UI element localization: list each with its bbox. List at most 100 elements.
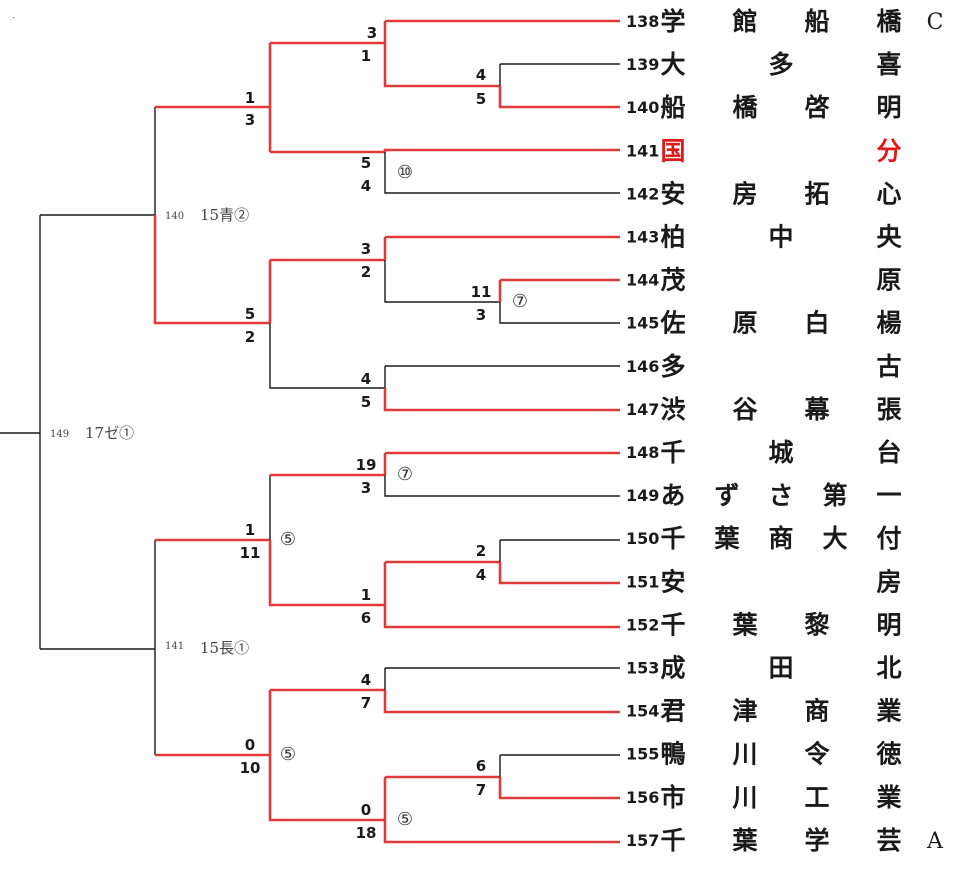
team-name-char: 学 [804,826,829,855]
team-name-char: 鴨 [660,740,685,769]
team-name-char: 業 [876,783,901,812]
team-suffix: C [927,10,944,35]
team-name-char: 大 [660,50,685,79]
team-name-char: 田 [768,654,793,683]
team-name-char: 業 [876,697,901,726]
team-number: 156 [626,788,659,807]
team-name-char: 葉 [731,826,758,855]
team-number: 155 [626,745,659,764]
scores: 3 1 4 5 5 4 ⑩ 1 3 3 2 11 3 ⑦ 4 5 5 2 19 … [240,24,529,842]
team-name-char: 付 [876,524,901,553]
score-bottom: 4 [361,177,371,195]
score-bottom: 2 [245,328,255,346]
score-bottom: 6 [361,609,371,627]
team-name-char: 徳 [875,740,901,769]
team-name-char: 原 [876,266,901,295]
inning-count: ⑤ [280,529,296,550]
team-number: 149 [626,486,659,505]
team-number: 150 [626,529,659,548]
bracket-lines [0,19,620,844]
team-name-char: 君 [660,697,685,726]
score-bottom: 1 [361,47,371,65]
team-name-char: 分 [876,136,901,165]
inning-count: ⑤ [280,744,296,765]
score-bottom: 5 [476,90,486,108]
team-name-char: 明 [876,610,901,639]
score-bottom: 3 [361,479,371,497]
team-number: 147 [626,400,659,419]
team-name-char: 多 [660,352,685,381]
score-bottom: 4 [476,566,486,584]
team-name-char: 千 [660,610,685,639]
team-name-char: 黎 [804,610,829,639]
team-name-char: 張 [876,395,902,424]
game-venue: 17ゼ① [85,424,134,442]
score-bottom: 5 [361,393,371,411]
score-top: 11 [471,283,492,301]
score-top: 5 [245,305,255,323]
inning-count: ⑦ [397,464,413,485]
score-top: 1 [245,89,255,107]
team-number: 139 [626,55,659,74]
team-name-char: 橋 [732,93,758,122]
score-bottom: 10 [240,759,261,777]
score-top: 3 [361,240,371,258]
team-number: 154 [626,702,659,721]
score-top: 3 [367,24,377,42]
game-labels: 140 15青② 141 15長① 149 17ゼ① [50,206,249,657]
team-number: 143 [626,228,659,247]
team-name-char: 葉 [713,524,740,553]
team-name-char: 北 [876,654,901,683]
team-name-char: 多 [768,50,793,79]
score-top: 1 [361,586,371,604]
team-name-char: ず [714,481,739,510]
team-name-char: 幕 [803,395,830,424]
team-name-char: 商 [804,697,829,726]
team-name-char: 国 [660,136,685,165]
team-name-char: 安 [660,179,685,208]
score-top: 5 [361,154,371,172]
team-name-char: 古 [876,352,901,381]
team-name-char: 台 [876,438,901,467]
team-name-char: 館 [732,7,757,36]
team-name-char: 千 [660,524,685,553]
team-name-char: 原 [732,309,757,338]
team-name-char: 市 [660,783,685,812]
stray-mark: ˎ [12,8,15,19]
team-number: 148 [626,443,659,462]
team-name-char: 啓 [804,93,829,122]
team-number: 144 [626,271,659,290]
team-name-char: 明 [876,93,901,122]
score-top: 4 [361,370,371,388]
score-top: 0 [245,736,255,754]
score-top: 0 [361,801,371,819]
team-name-char: 谷 [732,395,758,424]
team-name-char: 船 [804,7,829,36]
score-top: 6 [476,757,486,775]
team-name-char: 房 [876,567,901,596]
team-name-char: 喜 [876,50,901,79]
score-bottom: 2 [361,263,371,281]
team-name-char: さ [768,481,793,510]
game-venue: 15長① [200,639,249,657]
team-name-char: 川 [732,783,757,812]
team-name-char: 佐 [659,309,685,338]
score-top: 4 [361,671,371,689]
team-name-char: 柏 [660,223,685,252]
team-suffix: A [926,829,944,854]
team-name-char: 楊 [876,309,901,338]
